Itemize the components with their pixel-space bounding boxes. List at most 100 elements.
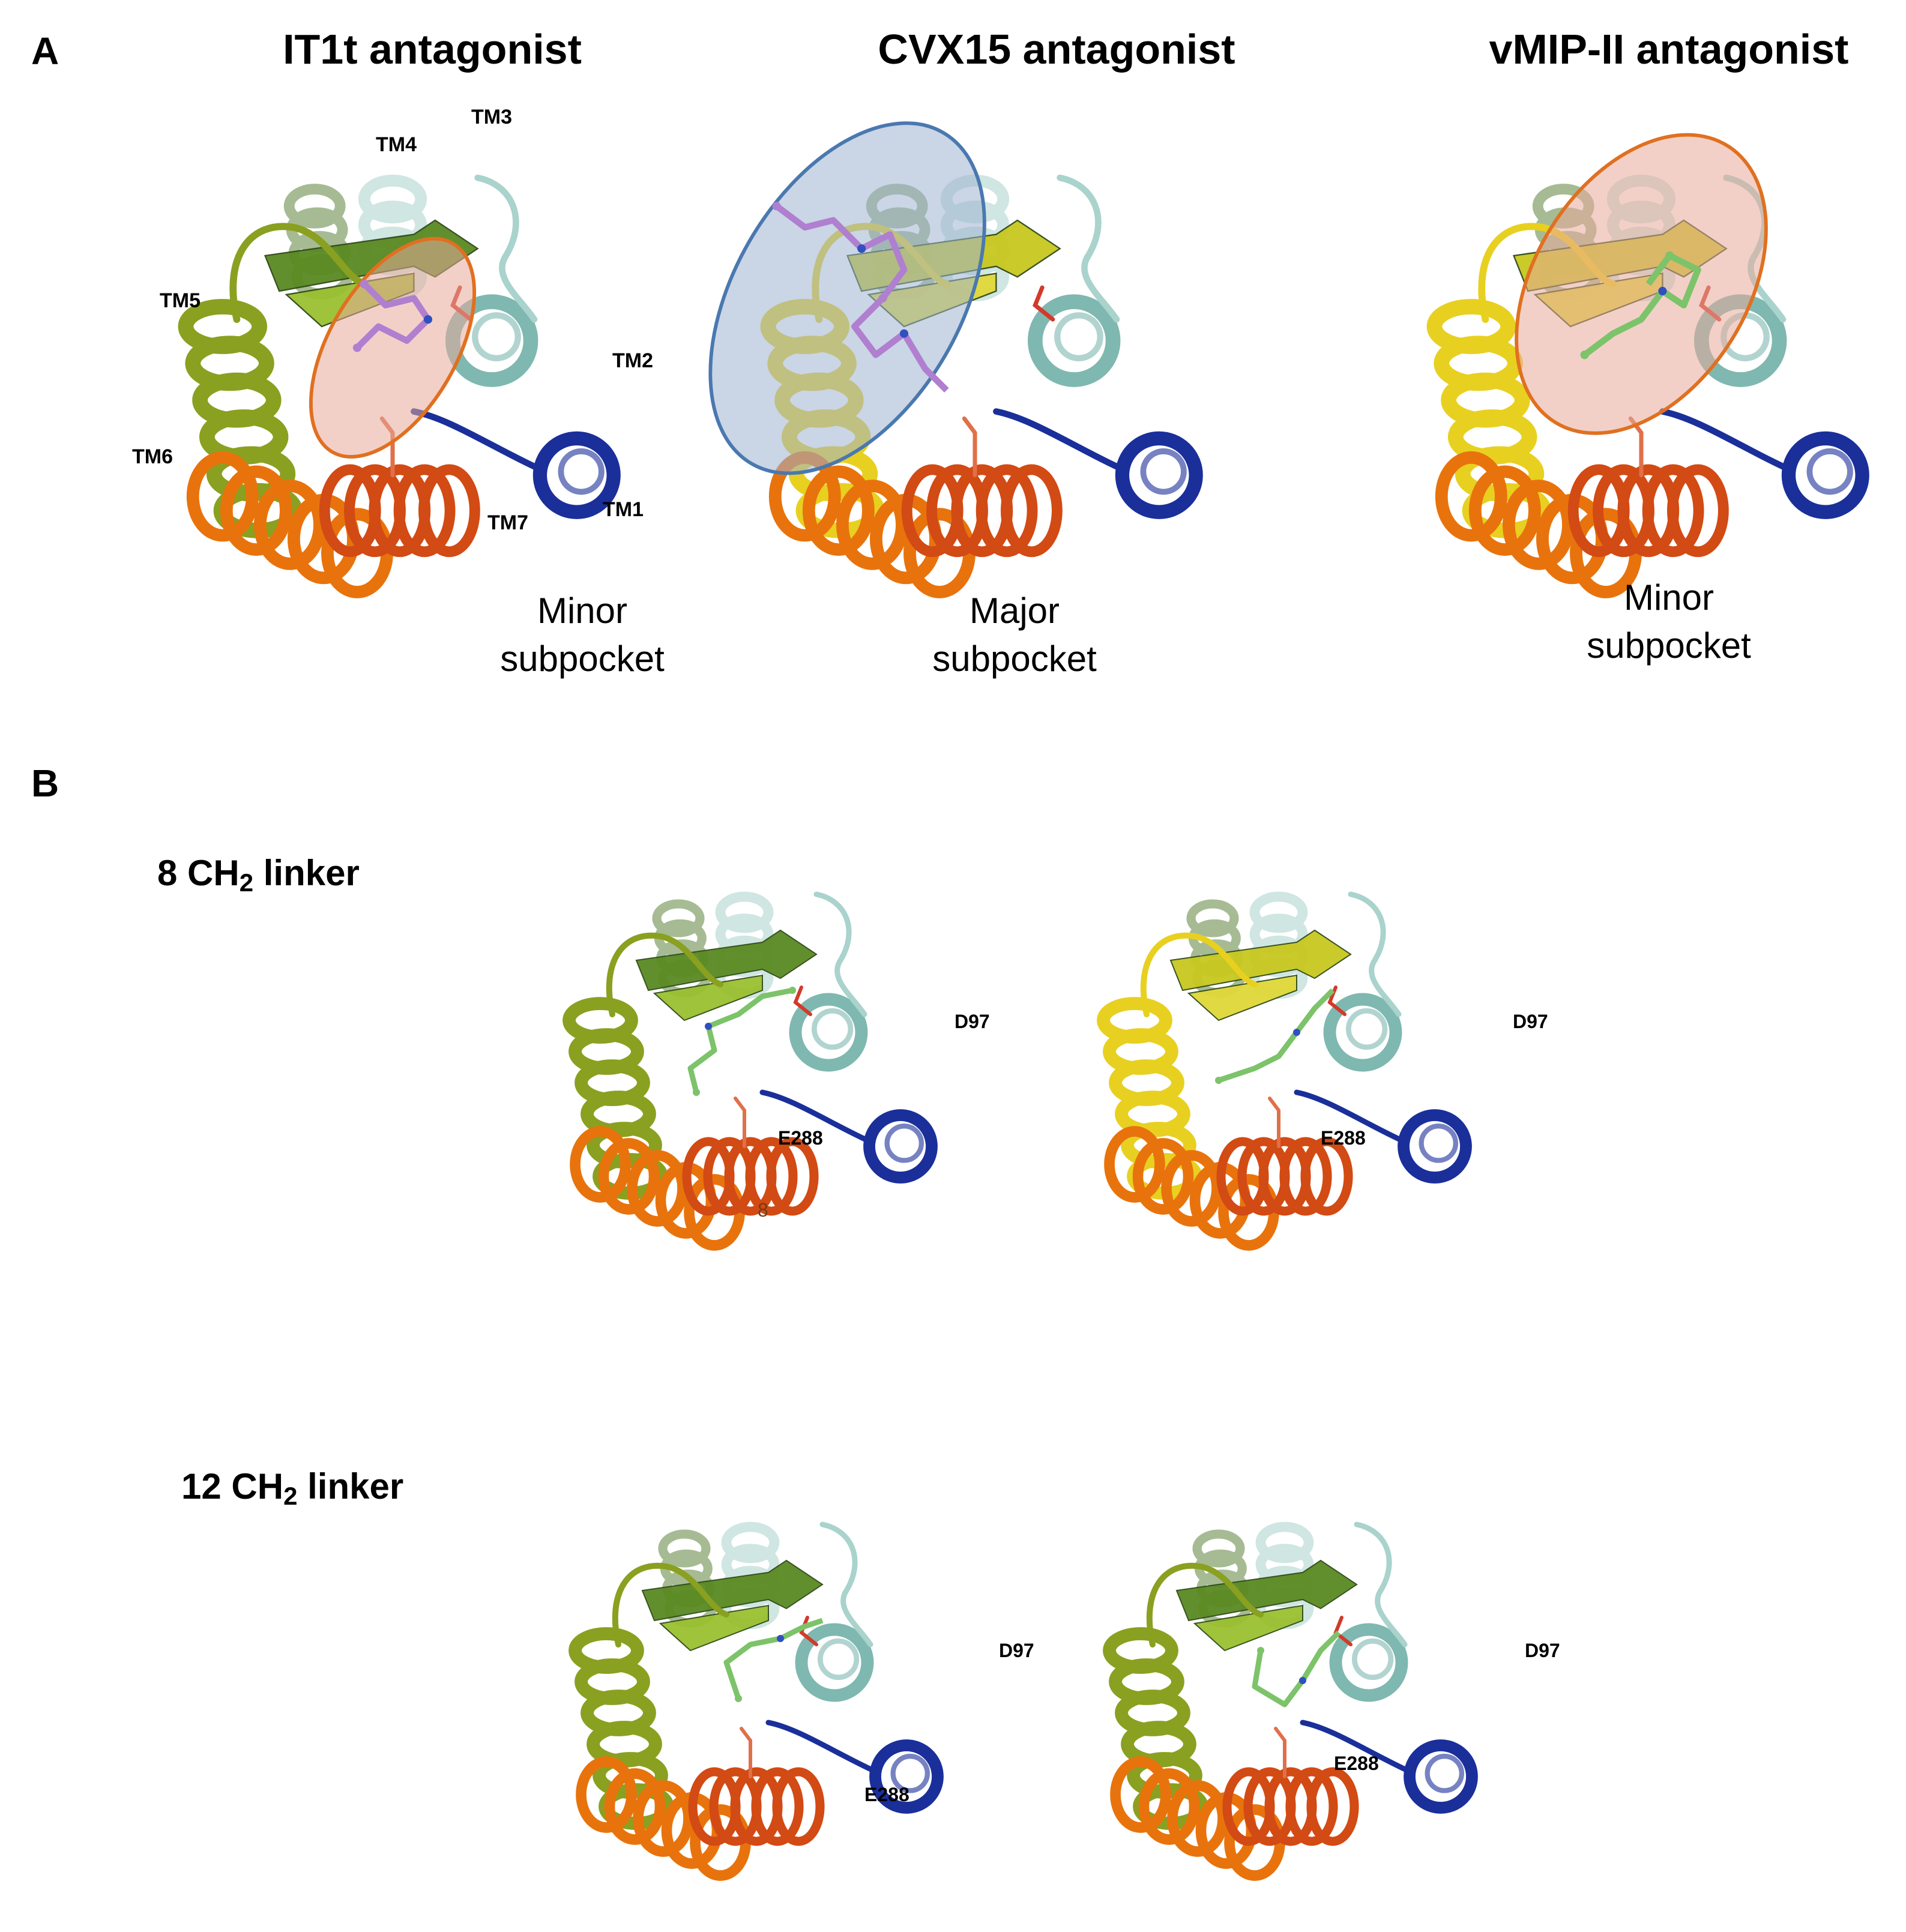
helix-turn: [1468, 465, 1541, 556]
ligand: [1215, 988, 1335, 1084]
helix-turn: [1161, 1150, 1222, 1227]
d97-sidechain: [1033, 285, 1055, 322]
ligand-bond: [774, 203, 949, 393]
tm2-helix: [1329, 1623, 1408, 1702]
tm7-label: TM7: [487, 511, 528, 534]
helix-turn: [253, 480, 326, 570]
helix-ring: [1404, 1739, 1478, 1814]
tm4-label: TM4: [376, 133, 417, 156]
tm1-loop: [1300, 1720, 1411, 1774]
ligand-bond: [1252, 1630, 1341, 1708]
ligand: [1580, 251, 1701, 360]
ecl2-sheet-lower: [1187, 974, 1297, 1022]
ecl-loop-right: [819, 1521, 873, 1648]
helix-ring: [863, 1109, 938, 1184]
pocket-caption-line2: subpocket: [500, 638, 665, 679]
helix-turn: [802, 465, 875, 556]
helix-turn: [418, 464, 480, 558]
stray-digit: 8: [758, 1199, 768, 1221]
tm1-loop: [759, 1089, 870, 1143]
tm1-helix: [863, 1109, 938, 1184]
helix-turn: [627, 1150, 688, 1227]
tm1-helix: [869, 1739, 944, 1814]
helix-turn: [220, 465, 292, 556]
ligand-atom: [899, 329, 909, 338]
ligand-bond: [723, 1618, 824, 1700]
row-label-8ch2: 8 CH2 linker: [157, 852, 360, 897]
tm1-loop: [1294, 1089, 1405, 1143]
tm7-helix: [688, 1767, 825, 1846]
helix-ring: [1329, 1623, 1408, 1702]
helix-turn: [598, 1138, 660, 1215]
d97-sidechain: [799, 1616, 818, 1646]
ligand-bond: [1582, 252, 1701, 358]
tm3-helix: [1255, 1521, 1314, 1630]
helix-turn: [1167, 1780, 1228, 1857]
helix-ring: [532, 431, 621, 519]
ligand-atom: [1293, 1029, 1300, 1036]
tm1-loop: [1659, 408, 1790, 472]
pocket-caption-line1: Major: [969, 591, 1060, 631]
ecl2-sheet: [1169, 929, 1352, 992]
tm7-helix: [1222, 1767, 1359, 1846]
e288-sidechain: [962, 416, 977, 478]
helix-ring-inner: [1425, 1754, 1465, 1793]
subpocket-ellipse: [309, 236, 477, 459]
helix-ring-inner: [1419, 1124, 1459, 1163]
helix-turn: [976, 464, 1038, 558]
helix-turn: [836, 480, 908, 570]
pocket-caption-line1: Minor: [1623, 577, 1714, 618]
helix-turn: [1138, 1768, 1200, 1845]
tm2-helix: [789, 993, 868, 1072]
ligand-atom: [857, 244, 866, 253]
ligand-atom: [1299, 1677, 1306, 1684]
ecl-loop-left: [606, 932, 723, 1017]
helix-ring: [1027, 294, 1121, 387]
ligand-bond: [1217, 988, 1335, 1083]
helix-ring-inner: [1140, 448, 1187, 495]
pocket-caption-line2: subpocket: [1587, 625, 1751, 666]
e288-sidechain: [734, 1097, 746, 1148]
pocket-caption-vmip: Minor subpocket: [1549, 574, 1789, 670]
helix-turn: [576, 1756, 637, 1833]
tm7-helix: [319, 464, 480, 558]
helix-ring: [1323, 993, 1402, 1072]
helix-turn: [1110, 1756, 1171, 1833]
tm1-helix: [1781, 431, 1869, 519]
helix-turn: [751, 1767, 804, 1846]
helix-ring-inner: [884, 1124, 924, 1163]
tm6-label: TM6: [132, 445, 173, 468]
ecl2-sheet-lower: [653, 974, 763, 1022]
helix-turn: [1285, 1767, 1338, 1846]
ecl-loop-right: [1354, 1521, 1408, 1648]
helix-ring-inner: [817, 1638, 860, 1681]
ligand-atom: [360, 280, 369, 289]
ligand-atom: [1580, 351, 1589, 360]
ecl2-sheet-lower: [1193, 1604, 1303, 1652]
helix-turn: [570, 1126, 631, 1203]
helix-ring-inner: [472, 312, 521, 361]
ligand: [1252, 1630, 1341, 1708]
helix-turn: [1666, 464, 1729, 558]
tm3-label: TM3: [471, 106, 512, 128]
ecl2-sheet: [1175, 1559, 1358, 1622]
helix-turn: [1435, 451, 1507, 542]
helix-turn: [1132, 1138, 1194, 1215]
residue-e288-b4: E288: [1334, 1753, 1379, 1774]
residue-e288-b3: E288: [864, 1784, 909, 1805]
tm1-loop: [765, 1720, 876, 1774]
helix-turn: [1000, 464, 1063, 558]
receptor-8ch2-view2: [1097, 891, 1472, 1251]
tm6-helix: [570, 1126, 745, 1251]
ecl-loop-left: [1140, 932, 1258, 1017]
ligand-atom: [423, 315, 433, 324]
ecl2-sheet: [635, 929, 818, 992]
linker-subscript: 2: [239, 868, 254, 897]
ligand: [723, 1618, 824, 1702]
tm1-helix: [1404, 1739, 1478, 1814]
helix-ring-inner: [1806, 448, 1853, 495]
helix-ring-inner: [1345, 1008, 1388, 1050]
ligand-atom: [693, 1089, 700, 1096]
ecl-loop-left: [612, 1562, 729, 1648]
pocket-caption-line1: Minor: [537, 591, 628, 631]
